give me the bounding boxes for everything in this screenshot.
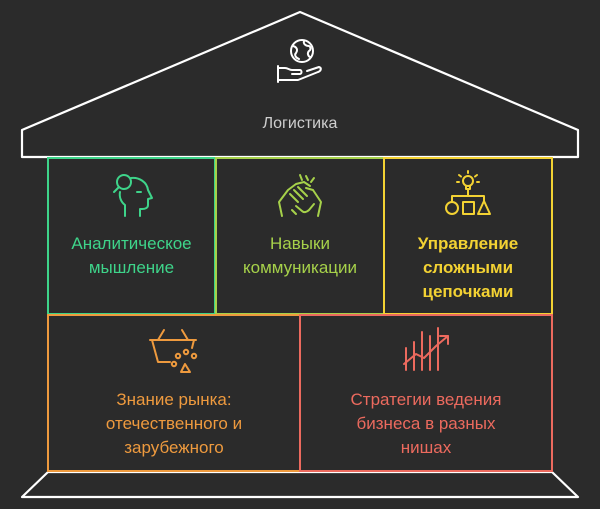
pillar-label-line: Стратегии ведения [350, 390, 502, 409]
handshake-icon [278, 174, 322, 217]
pillar-label-line: мышление [88, 258, 175, 277]
pillar-label-strategy: Стратегии ведения бизнеса в разных нишах [300, 388, 552, 460]
pillar-label-line: Управление [417, 234, 519, 253]
basket-paws-icon [149, 329, 198, 373]
pillar-label-analytic: Аналитическое мышление [48, 232, 215, 280]
pillar-label-line: коммуникации [242, 258, 358, 277]
pillar-label-line: Знание рынка: [116, 390, 232, 409]
pillar-label-line: зарубежного [124, 438, 224, 457]
pillar-label-chains: Управление сложными цепочками [384, 232, 552, 304]
pillar-label-line: Аналитическое [71, 234, 192, 253]
base-outline [20, 470, 580, 499]
pillar-label-line: бизнеса в разных [356, 414, 496, 433]
pillar-label-market: Знание рынка: отечественного и зарубежно… [48, 388, 300, 460]
hand-globe-icon [277, 39, 322, 83]
pillar-label-line: цепочками [422, 282, 514, 301]
pillar-label-line: сложными [422, 258, 514, 277]
pillar-box-strategy [299, 314, 553, 472]
growth-chart-icon [403, 327, 449, 371]
pillar-label-line: нишах [400, 438, 452, 457]
lightbulb-shapes-icon [445, 170, 491, 215]
roof-title: Логистика [262, 115, 338, 132]
head-magnifier-icon [113, 174, 153, 217]
pillar-label-line: отечественного и [105, 414, 243, 433]
pillar-label-communication: Навыки коммуникации [216, 232, 384, 280]
pillar-label-line: Навыки [270, 234, 330, 253]
